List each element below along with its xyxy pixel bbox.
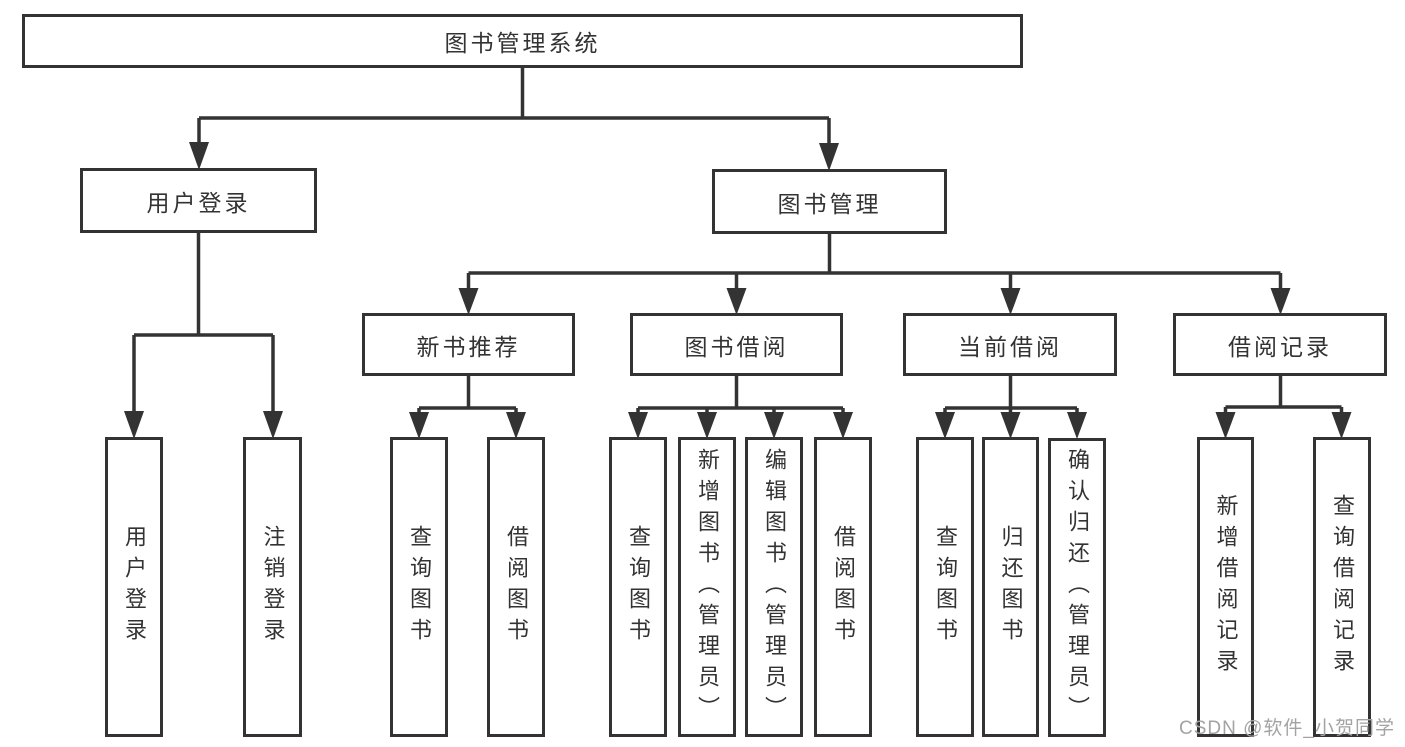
node-leaf-logout: 注销登录: [243, 437, 302, 737]
node-current-borrow: 当前借阅: [903, 313, 1117, 376]
node-leaf-edit-book-admin: 编辑图书（管理员）: [745, 437, 803, 737]
node-label: 编辑图书（管理员）: [762, 447, 787, 727]
node-leaf-add-borrow-record: 新增借阅记录: [1197, 437, 1254, 737]
node-label: 借阅图书: [504, 525, 529, 649]
connector-userlogin-to-leaves: [132, 233, 275, 414]
node-leaf-add-book-admin: 新增图书（管理员）: [678, 437, 736, 737]
node-borrow-records: 借阅记录: [1173, 313, 1387, 376]
node-book-management: 图书管理: [712, 169, 947, 234]
connector-root-to-level2: [197, 68, 831, 146]
node-user-login: 用户登录: [80, 168, 317, 233]
node-leaf-query-borrow-record: 查询借阅记录: [1313, 437, 1371, 737]
node-leaf-query-book-2: 查询图书: [609, 437, 667, 737]
node-library-management-system: 图书管理系统: [22, 14, 1023, 68]
node-label: 查询图书: [933, 525, 958, 649]
node-leaf-query-book-1: 查询图书: [390, 437, 448, 737]
node-label: 借阅记录: [1228, 333, 1332, 360]
node-leaf-user-login: 用户登录: [105, 437, 163, 737]
csdn-watermark: CSDN @软件_小贺同学: [1179, 718, 1395, 739]
node-label: 用户登录: [146, 189, 251, 216]
node-leaf-query-book-3: 查询图书: [916, 437, 974, 737]
node-label: 借阅图书: [831, 525, 856, 649]
node-label: 新增图书（管理员）: [695, 447, 720, 727]
connector-newbookrec-to-leaves: [417, 376, 518, 415]
node-label: 归还图书: [998, 525, 1024, 649]
node-label: 查询图书: [407, 525, 432, 649]
node-label: 新书推荐: [416, 333, 521, 360]
connector-currentborrow-to-leaves: [943, 376, 1079, 415]
node-leaf-confirm-return-admin: 确认归还（管理员）: [1048, 438, 1106, 737]
node-label: 图书管理: [777, 190, 882, 217]
node-label: 图书借阅: [684, 333, 789, 360]
connector-bookborrow-to-leaves: [636, 376, 845, 415]
node-leaf-borrow-book-1: 借阅图书: [487, 437, 545, 737]
node-label: 图书管理系统: [444, 30, 601, 56]
connector-borrowrecords-to-leaves: [1223, 376, 1344, 415]
connector-bookmgmt-to-level3: [466, 234, 1283, 290]
node-label: 查询借阅记录: [1330, 494, 1355, 680]
node-label: 新增借阅记录: [1213, 494, 1239, 680]
node-leaf-borrow-book-2: 借阅图书: [814, 437, 872, 737]
node-label: 确认归还（管理员）: [1065, 448, 1090, 727]
node-label: 注销登录: [260, 525, 286, 649]
node-leaf-return-book: 归还图书: [982, 437, 1039, 737]
node-new-book-recommend: 新书推荐: [362, 313, 575, 376]
arrowheads: [124, 142, 1352, 439]
node-label: 当前借阅: [958, 333, 1062, 360]
node-label: 用户登录: [122, 525, 147, 649]
node-book-borrow: 图书借阅: [630, 313, 843, 376]
node-label: 查询图书: [626, 525, 651, 649]
